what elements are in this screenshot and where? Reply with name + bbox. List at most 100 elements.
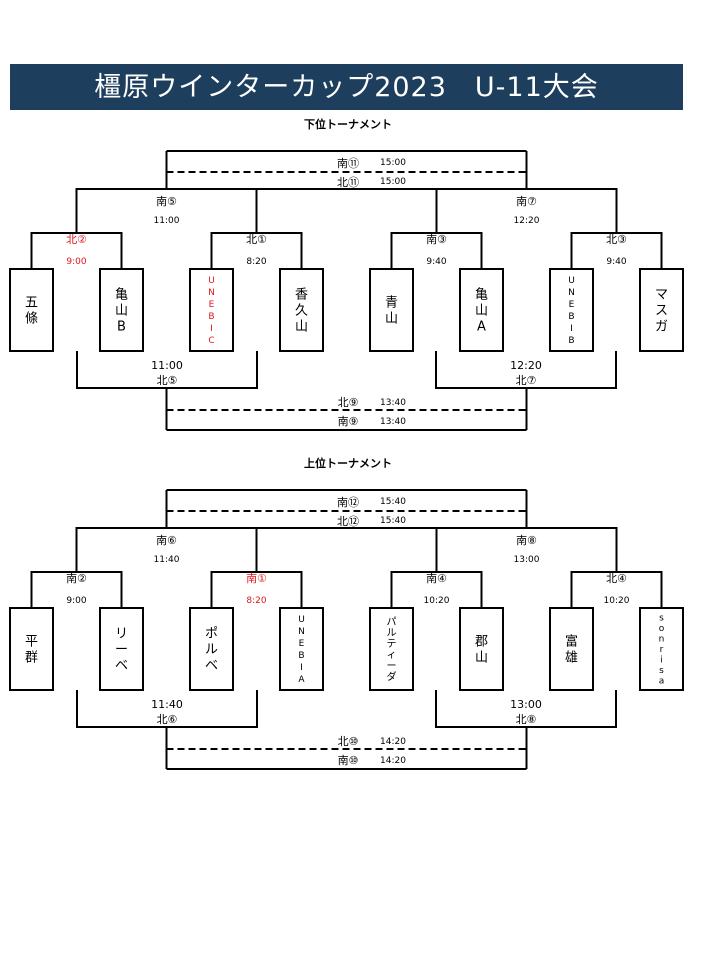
section-1-team-4-char-1: ル — [387, 628, 397, 639]
section-1-team-box-3 — [279, 607, 324, 691]
section-1-team-box-4 — [369, 607, 414, 691]
section-0-team-6-char-2: E — [569, 300, 575, 310]
section-0-team-1-char-2: B — [117, 319, 126, 334]
section-1-team-1-char-2: ベ — [115, 658, 128, 673]
section-1-round1-label-2: 南④ — [426, 572, 447, 585]
section-1-lower-final-top-label: 北⑩ — [338, 735, 359, 748]
section-1-lower-final-bottom-time: 14:20 — [380, 756, 406, 766]
section-0-final-bottom-time: 15:00 — [380, 177, 406, 187]
section-1-semi-time-0: 11:40 — [154, 555, 180, 565]
section-1-round1-time-0: 9:00 — [66, 596, 86, 606]
section-0-team-box-5 — [459, 268, 504, 352]
section-1-team-7-char-0: s — [659, 614, 664, 624]
section-1-round1-label-3: 北④ — [606, 572, 627, 585]
section-1-team-5-char-0: 郡 — [475, 634, 488, 649]
section-0-team-box-2 — [189, 268, 234, 352]
section-0-team-7-char-0: マ — [655, 287, 668, 302]
section-0-final-bottom-label: 北⑪ — [337, 176, 359, 189]
section-0-team-0-char-0: 五 — [25, 295, 38, 310]
section-0-team-5-char-2: A — [477, 319, 486, 334]
section-0-team-2-char-0: U — [208, 276, 215, 286]
section-1-team-7-char-4: i — [660, 656, 663, 666]
section-0-round1-time-1: 8:20 — [246, 257, 266, 267]
section-0-lower-semi-time-1: 12:20 — [510, 359, 542, 372]
section-1-team-4-char-2: テ — [387, 639, 397, 650]
section-1-team-5-char-1: 山 — [475, 650, 488, 665]
section-0-round1-bracket-1 — [210, 232, 303, 269]
section-1-team-box-0 — [9, 607, 54, 691]
section-1-team-1-char-0: リ — [115, 626, 128, 641]
section-0-team-4-char-1: 山 — [385, 311, 398, 326]
section-0-round1-label-0: 北② — [66, 233, 87, 246]
section-1-team-0-char-0: 平 — [25, 634, 38, 649]
section-0-team-6-char-1: N — [568, 288, 575, 298]
section-0-team-2-char-3: B — [208, 312, 214, 322]
section-1-round1-label-1: 南① — [246, 572, 267, 585]
section-0-lower-final-top-time: 13:40 — [380, 398, 406, 408]
section-1-round1-bracket-1 — [210, 571, 303, 608]
section-1-team-6-char-1: 雄 — [565, 650, 578, 665]
section-0-semi-bracket-0 — [75, 188, 258, 233]
section-1-team-2-char-0: ポ — [205, 626, 218, 641]
section-1-team-box-7 — [639, 607, 684, 691]
section-1-team-4-char-3: ィ — [387, 650, 397, 661]
section-0-team-4-char-0: 青 — [385, 295, 398, 310]
section-1-heading: 上位トーナメント — [304, 456, 392, 470]
section-1-lower-semi-time-1: 13:00 — [510, 698, 542, 711]
section-0-round1-bracket-2 — [390, 232, 483, 269]
section-0-team-1-char-0: 亀 — [115, 287, 128, 302]
section-1-semi-label-1: 南⑧ — [516, 534, 537, 547]
section-1-round1-time-1: 8:20 — [246, 596, 266, 606]
section-0-team-7-char-2: ガ — [655, 319, 668, 334]
section-0-round1-time-2: 9:40 — [426, 257, 446, 267]
section-1-final-bottom-time: 15:40 — [380, 516, 406, 526]
section-0-team-box-6 — [549, 268, 594, 352]
section-1-final-bottom-label: 北⑫ — [337, 515, 359, 528]
section-0-team-7-char-1: ス — [655, 303, 668, 318]
page-title: 橿原ウインターカップ2023 U-11大会 — [94, 72, 599, 103]
section-0-round1-time-0: 9:00 — [66, 257, 86, 267]
section-0-lower-final-top-label: 北⑨ — [338, 396, 359, 409]
section-0-team-3-char-0: 香 — [295, 287, 308, 302]
section-0-team-3-char-2: 山 — [295, 319, 308, 334]
section-1-team-box-6 — [549, 607, 594, 691]
section-1-round1-time-2: 10:20 — [424, 596, 450, 606]
section-1-team-1-char-1: ー — [115, 642, 128, 657]
section-1-team-box-5 — [459, 607, 504, 691]
section-1-round1-bracket-0 — [30, 571, 123, 608]
section-1-semi-bracket-1 — [435, 527, 618, 572]
section-1-team-7-char-1: o — [659, 624, 665, 634]
section-0-round1-label-2: 南③ — [426, 233, 447, 246]
section-0-semi-label-0: 南⑤ — [156, 195, 177, 208]
section-1-round1-bracket-2 — [390, 571, 483, 608]
section-0-lower-semi-label-1: 北⑦ — [516, 374, 537, 387]
section-0-team-box-0 — [9, 268, 54, 352]
section-0-team-2-char-4: I — [210, 324, 213, 334]
section-0-team-2-char-5: C — [208, 336, 214, 346]
section-1-semi-time-1: 13:00 — [514, 555, 540, 565]
section-0-team-box-7 — [639, 268, 684, 352]
section-1-team-box-2 — [189, 607, 234, 691]
section-0-semi-time-1: 12:20 — [514, 216, 540, 226]
section-0-team-2-char-1: N — [208, 288, 215, 298]
section-1-team-4-char-5: ダ — [387, 670, 397, 683]
section-0-team-6-char-5: B — [568, 336, 574, 346]
section-1-team-4-char-4: ー — [387, 661, 397, 672]
section-0-team-1-char-1: 山 — [115, 303, 128, 318]
section-1-round1-bracket-3 — [570, 571, 663, 608]
section-0-lower-final-bottom-label: 南⑨ — [338, 415, 359, 428]
section-0-semi-bracket-1 — [435, 188, 618, 233]
section-0-team-5-char-0: 亀 — [475, 287, 488, 302]
section-1-team-2-char-2: ベ — [205, 658, 218, 673]
section-1-team-3-char-0: U — [298, 615, 305, 625]
section-1-team-0-char-1: 群 — [25, 650, 38, 665]
section-0-round1-label-3: 北③ — [606, 233, 627, 246]
section-0-final-top-label: 南⑪ — [337, 157, 359, 170]
section-1-team-3-char-1: N — [298, 627, 305, 637]
section-1-semi-bracket-0 — [75, 527, 258, 572]
section-0-final-top-time: 15:00 — [380, 158, 406, 168]
section-1-team-4-char-0: パ — [387, 616, 397, 628]
section-0-team-box-4 — [369, 268, 414, 352]
section-1-team-3-char-4: I — [300, 663, 303, 673]
